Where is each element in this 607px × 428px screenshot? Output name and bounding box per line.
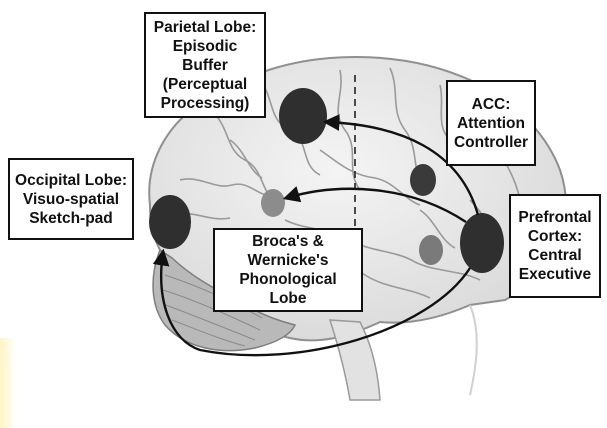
prefrontal-node xyxy=(460,213,504,273)
prefrontal-cortex-label: Prefrontal Cortex: Central Executive xyxy=(509,194,601,298)
brainstem-shape xyxy=(330,320,380,400)
parietal-node xyxy=(279,88,327,144)
prefrontal-cortex-text: Prefrontal Cortex: Central Executive xyxy=(518,208,591,284)
wernicke-node xyxy=(419,235,443,265)
edge-tint xyxy=(0,338,16,428)
acc-node xyxy=(410,164,436,196)
acc-text: ACC: Attention Controller xyxy=(454,95,528,152)
parietal-lobe-text: Parietal Lobe: Episodic Buffer (Perceptu… xyxy=(150,18,260,113)
face-contour xyxy=(470,305,477,395)
broca-node xyxy=(261,189,285,217)
broca-wernicke-label: Broca's & Wernicke's Phonological Lobe xyxy=(213,228,363,312)
occipital-node xyxy=(149,195,191,249)
parietal-lobe-label: Parietal Lobe: Episodic Buffer (Perceptu… xyxy=(144,12,266,118)
acc-label: ACC: Attention Controller xyxy=(446,80,536,166)
broca-wernicke-text: Broca's & Wernicke's Phonological Lobe xyxy=(219,232,357,308)
occipital-lobe-text: Occipital Lobe: Visuo-spatial Sketch-pad xyxy=(15,171,127,228)
occipital-lobe-label: Occipital Lobe: Visuo-spatial Sketch-pad xyxy=(8,158,134,240)
